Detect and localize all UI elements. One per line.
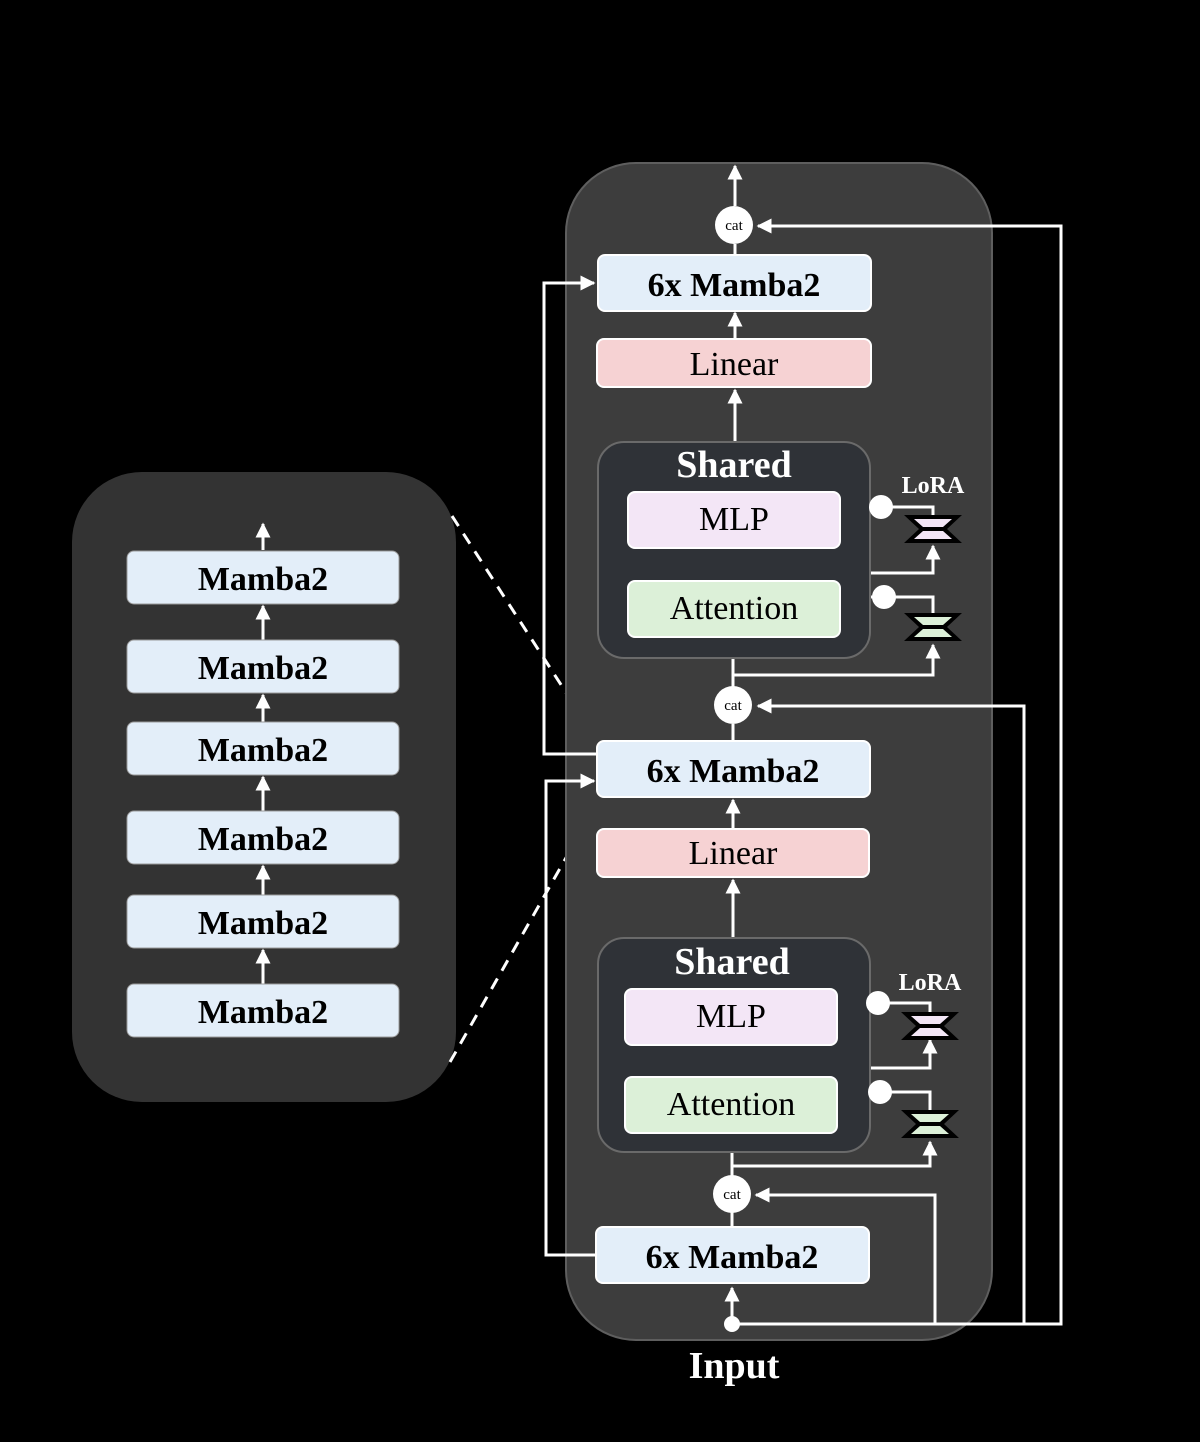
zoom-mamba2-label: Mamba2 bbox=[198, 650, 328, 687]
mamba-block-top[interactable]: 6x Mamba2 bbox=[597, 254, 872, 312]
attention-upper-label: Attention bbox=[670, 590, 798, 627]
input-junction-dot bbox=[724, 1316, 740, 1332]
zoom-mamba2-label: Mamba2 bbox=[198, 994, 328, 1031]
input-skip-to-cat-top bbox=[756, 218, 1063, 1326]
zoom-mamba2-block[interactable]: Mamba2 bbox=[126, 550, 400, 605]
attention-lower-label: Attention bbox=[667, 1086, 795, 1123]
attention-block-lower[interactable]: Attention bbox=[624, 1076, 838, 1134]
mamba-block-middle-label: 6x Mamba2 bbox=[647, 753, 820, 790]
input-skip-to-cat-middle bbox=[756, 698, 1026, 1326]
cat-node-bottom: cat bbox=[713, 1175, 751, 1213]
zoom-mamba2-label: Mamba2 bbox=[198, 732, 328, 769]
zoom-mamba2-block[interactable]: Mamba2 bbox=[126, 721, 400, 776]
mlp-lower-label: MLP bbox=[696, 998, 766, 1035]
zoom-mamba2-block[interactable]: Mamba2 bbox=[126, 983, 400, 1038]
lora-junction-attention-upper bbox=[872, 585, 896, 609]
lora-junction-mlp-lower bbox=[866, 991, 890, 1015]
linear-lower-label: Linear bbox=[689, 835, 778, 872]
mamba-block-bottom-label: 6x Mamba2 bbox=[646, 1239, 819, 1276]
mlp-block-upper[interactable]: MLP bbox=[627, 491, 841, 549]
zoom-mamba2-block[interactable]: Mamba2 bbox=[126, 810, 400, 865]
cat-node-middle-label: cat bbox=[724, 698, 742, 714]
cat-node-middle: cat bbox=[714, 686, 752, 724]
input-label: Input bbox=[689, 1345, 780, 1387]
lora-adapter-attention-lower-icon bbox=[901, 1110, 959, 1138]
lora-junction-attention-lower bbox=[868, 1080, 892, 1104]
attention-block-upper[interactable]: Attention bbox=[627, 580, 841, 638]
mamba-block-top-label: 6x Mamba2 bbox=[648, 267, 821, 304]
input-skip-to-cat-bottom bbox=[732, 1187, 937, 1326]
lora-adapter-attention-upper-icon bbox=[904, 613, 962, 641]
shared-upper-title: Shared bbox=[676, 444, 791, 486]
lora-junction-mlp-upper bbox=[869, 495, 893, 519]
cat-node-top: cat bbox=[715, 206, 753, 244]
mlp-block-lower[interactable]: MLP bbox=[624, 988, 838, 1046]
zoom-connector-top bbox=[450, 515, 600, 743]
mamba-block-middle[interactable]: 6x Mamba2 bbox=[596, 740, 871, 798]
zoom-mamba2-label: Mamba2 bbox=[198, 821, 328, 858]
zoom-mamba2-block[interactable]: Mamba2 bbox=[126, 639, 400, 694]
zoom-mamba2-label: Mamba2 bbox=[198, 561, 328, 598]
zoom-mamba2-block[interactable]: Mamba2 bbox=[126, 894, 400, 949]
mlp-upper-label: MLP bbox=[699, 501, 769, 538]
lora-lower-label: LoRA bbox=[899, 970, 962, 996]
linear-block-lower[interactable]: Linear bbox=[596, 828, 870, 878]
cat-node-bottom-label: cat bbox=[723, 1187, 741, 1203]
zoom-mamba2-label: Mamba2 bbox=[198, 905, 328, 942]
mamba-block-bottom[interactable]: 6x Mamba2 bbox=[595, 1226, 870, 1284]
cat-node-top-label: cat bbox=[725, 218, 743, 234]
lora-adapter-mlp-upper-icon bbox=[904, 515, 962, 543]
linear-block-upper[interactable]: Linear bbox=[596, 338, 872, 388]
lora-upper-label: LoRA bbox=[902, 473, 965, 499]
lora-adapter-mlp-lower-icon bbox=[901, 1012, 959, 1040]
shared-lower-title: Shared bbox=[674, 941, 789, 983]
linear-upper-label: Linear bbox=[690, 346, 779, 383]
